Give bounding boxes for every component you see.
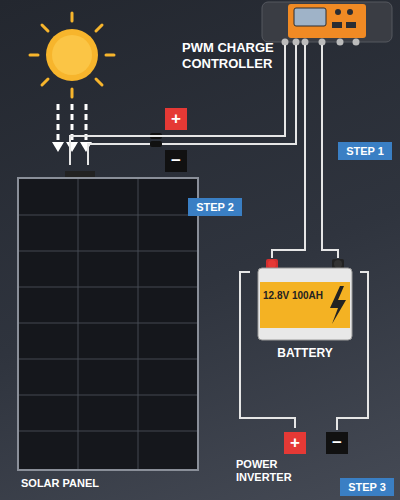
polarity-sign: − bbox=[165, 150, 187, 172]
step-badge: STEP 3 bbox=[340, 478, 394, 496]
solar-panel: SOLAR PANEL bbox=[15, 165, 205, 495]
polarity-sign: + bbox=[284, 432, 306, 454]
part-label: BATTERY bbox=[250, 346, 360, 360]
wire bbox=[272, 75, 305, 258]
sunlight-arrows bbox=[52, 104, 92, 152]
step-badge: STEP 1 bbox=[338, 142, 392, 160]
step-badge: STEP 2 bbox=[188, 198, 242, 216]
heading: PWM CHARGE CONTROLLER bbox=[182, 40, 280, 71]
battery: 12.8V 100AH BATTERY bbox=[250, 258, 360, 370]
solar-panel-drawing bbox=[15, 165, 205, 495]
polarity-sign: + bbox=[165, 108, 187, 130]
part-label: POWER INVERTER bbox=[236, 458, 310, 484]
polarity-sign: − bbox=[326, 432, 348, 454]
sun bbox=[30, 13, 114, 97]
battery-spec: 12.8V 100AH bbox=[263, 290, 331, 302]
part-label: SOLAR PANEL bbox=[21, 477, 171, 490]
charge-controller: PWM CHARGE CONTROLLER bbox=[180, 0, 395, 75]
